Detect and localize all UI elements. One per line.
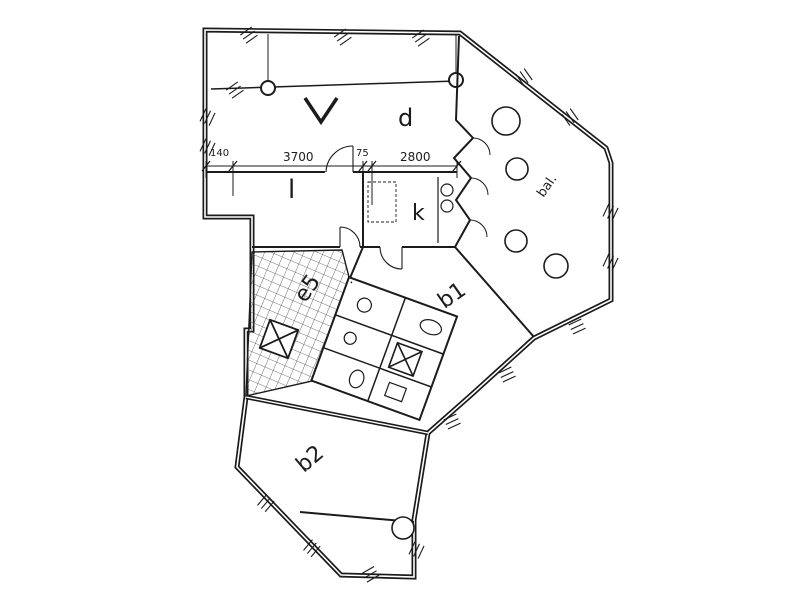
wing-wall	[245, 394, 429, 436]
bottom-room-circle	[391, 516, 415, 540]
column-circle-left	[260, 80, 276, 96]
balcony-wall	[452, 35, 535, 338]
door-arcs	[325, 145, 403, 270]
balcony-door-arc-3	[469, 219, 488, 238]
dim-ticks	[201, 160, 462, 172]
tub-fixture	[419, 319, 443, 336]
room-label-l: l	[288, 175, 295, 205]
wc-fixture	[348, 369, 365, 389]
bath-divider-h2	[323, 346, 432, 388]
bath-divider-h1	[335, 314, 444, 355]
column-circle-right	[448, 72, 464, 88]
dim-label-2800: 2800	[400, 150, 431, 164]
door-arc-dl	[325, 145, 354, 173]
entrance-arrow	[303, 97, 339, 126]
balcony-planter-1	[491, 106, 521, 136]
kitchen-sink-2	[440, 199, 454, 213]
dim-label-140: 140	[210, 148, 229, 159]
balcony-planters	[491, 106, 569, 279]
cabinet-fixture	[383, 381, 408, 403]
dim-label-75: 75	[356, 148, 369, 159]
kitchen-counter	[367, 177, 454, 243]
bath-block	[310, 275, 459, 422]
balcony-door-arc-2	[470, 177, 489, 196]
dimension-line	[201, 160, 462, 205]
balcony-door-arc-1	[472, 137, 491, 156]
balcony-planter-2	[505, 157, 529, 181]
door-arc-hall	[339, 226, 361, 248]
door-arc-kitchen	[379, 246, 403, 270]
shaft-box-1	[258, 318, 300, 360]
kitchen-cupboard	[367, 181, 397, 223]
bottom-wing-detail	[391, 516, 415, 540]
facade-line	[210, 34, 464, 96]
dim-label-3700: 3700	[283, 150, 314, 164]
bath-divider-v	[367, 297, 407, 402]
balcony-planter-3	[504, 229, 528, 253]
kitchen-sink-1	[440, 183, 454, 197]
sink-fixture-2	[343, 331, 357, 345]
room-label-k: k	[412, 201, 425, 226]
shaft-box-2	[387, 341, 423, 378]
room-label-d: d	[398, 104, 413, 132]
sink-fixture-1	[356, 297, 372, 313]
balcony-planter-4	[543, 253, 569, 279]
